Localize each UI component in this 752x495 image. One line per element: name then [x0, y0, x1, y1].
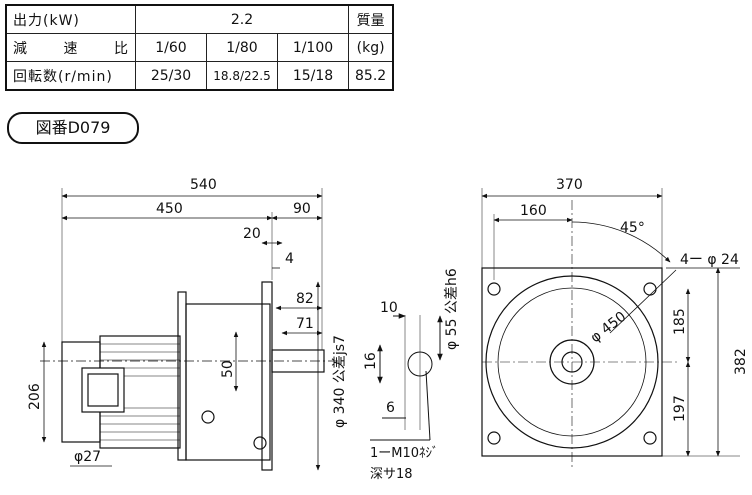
dim-540: 540	[190, 177, 217, 193]
dim-6: 6	[386, 400, 395, 416]
bolt-hole-br	[643, 431, 657, 445]
dim-4: 4	[285, 251, 294, 267]
dim-450-dia: φ 450	[588, 309, 630, 346]
dim-55: φ 55 公差h6	[444, 268, 460, 350]
side-dim-labels: 540 450 90 20 4 82 71 50 206 φ27 φ 340 公…	[27, 177, 348, 465]
ratio-3: 1/100	[277, 33, 349, 62]
mass-unit: (kg)	[348, 33, 394, 62]
dim-90: 90	[293, 201, 311, 217]
dim-197: 197	[672, 395, 688, 422]
shaft-labels: 10 16 φ 55 公差h6 6 1ーM10ﾈｼﾞ 深サ18	[363, 268, 460, 482]
nameplate	[87, 373, 119, 407]
output-value: 2.2	[135, 4, 349, 34]
dim-16: 16	[363, 352, 379, 370]
bolt-hole-tl	[487, 282, 501, 296]
tap-label-1: 1ーM10ﾈｼﾞ	[370, 446, 439, 461]
speed-label: 回転数(r/min)	[5, 61, 136, 91]
front-dim-labels: 370 160 45° 4ー φ 24 φ 450 185 197 382	[520, 177, 749, 422]
ratio-2: 1/80	[206, 33, 278, 62]
dim-82: 82	[296, 291, 314, 307]
gearbox-body	[185, 303, 271, 461]
dim-382: 382	[733, 348, 749, 375]
dim-340: φ 340 公差js7	[332, 335, 348, 428]
ratio-label: 減 速 比	[5, 33, 136, 62]
bolt-hole-tr	[643, 282, 657, 296]
dim-45deg: 45°	[620, 220, 645, 236]
dim-71: 71	[296, 316, 314, 332]
bolt-hole-bl	[487, 431, 501, 445]
side-dims	[41, 188, 323, 471]
tap-label-2: 深サ18	[370, 467, 413, 482]
dim-185: 185	[672, 308, 688, 335]
dim-370: 370	[556, 177, 583, 193]
spec-table: 出力(kW) 2.2 質量 減 速 比 1/60 1/80 1/100 (kg)…	[5, 4, 395, 91]
drawing-number: 図番D079	[7, 112, 139, 144]
shaft-section	[370, 313, 443, 441]
front-view	[481, 200, 680, 470]
ratio-1: 1/60	[135, 33, 207, 62]
speed-3: 15/18	[277, 61, 349, 91]
speed-2: 18.8/22.5	[206, 61, 278, 91]
dim-450: 450	[156, 201, 183, 217]
front-dims	[481, 188, 740, 457]
mount-hole-lower	[253, 436, 267, 450]
mount-hole-upper	[201, 410, 215, 424]
dim-holes: 4ー φ 24	[680, 252, 739, 268]
dim-206: 206	[27, 383, 43, 410]
dim-27: φ27	[74, 449, 101, 465]
dim-20: 20	[243, 226, 261, 242]
mass-label: 質量	[348, 4, 394, 34]
output-flange	[261, 281, 273, 471]
mass-value: 85.2	[348, 61, 394, 91]
dim-10: 10	[380, 300, 398, 316]
side-view	[40, 281, 340, 471]
dim-50: 50	[220, 360, 236, 378]
speed-1: 25/30	[135, 61, 207, 91]
dim-160: 160	[520, 203, 547, 219]
terminal-box	[81, 367, 125, 413]
